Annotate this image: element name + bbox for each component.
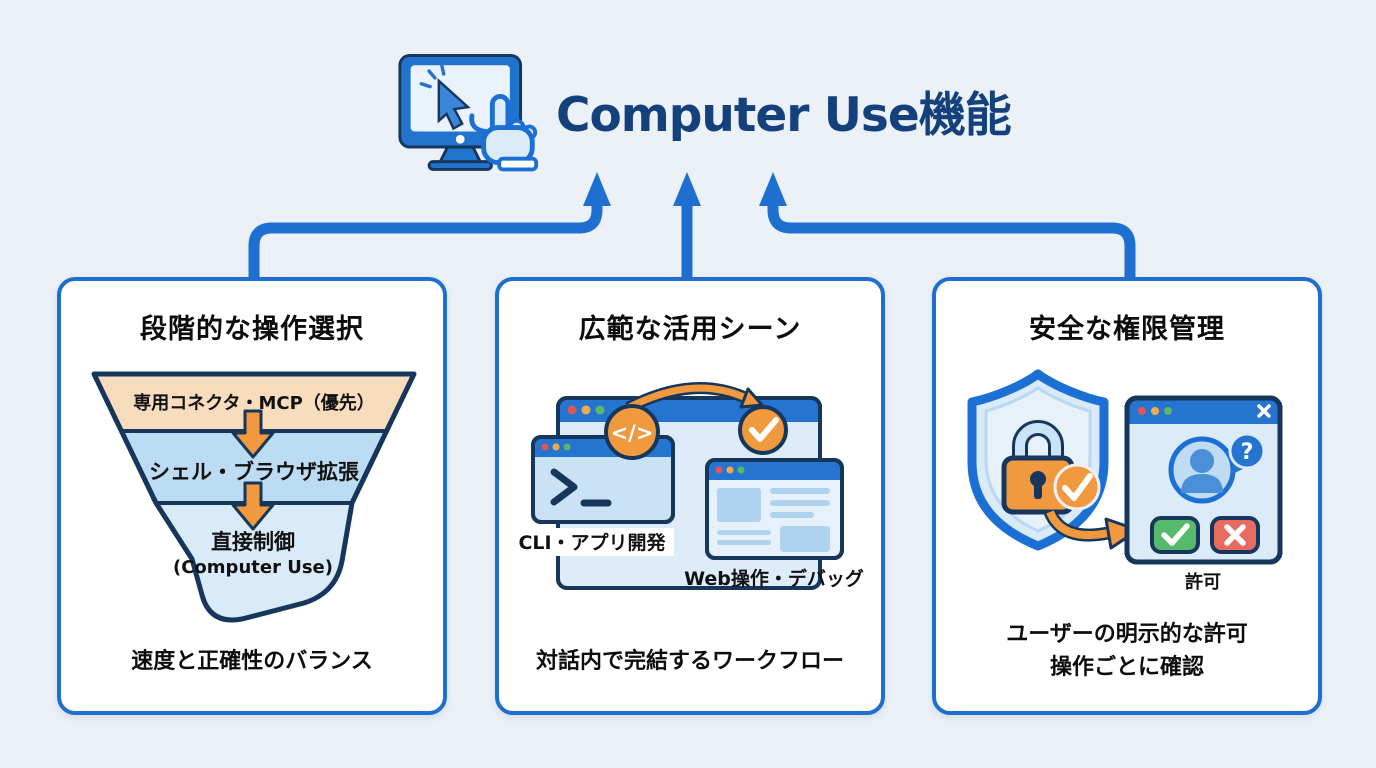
browser-label: Web操作・デバッグ: [684, 567, 864, 590]
arrowhead-right-icon: [759, 172, 787, 206]
use-scene-illustration: </> CLI・アプリ開発 Web操作・デバッグ: [516, 382, 864, 590]
funnel-label-3b: (Computer Use): [173, 557, 333, 578]
card-caption: 速度と正確性のバランス: [131, 649, 373, 674]
close-icon: [1257, 404, 1271, 418]
cursor-arrow-icon: [437, 78, 471, 131]
question-bubble-icon: ?: [1228, 432, 1266, 475]
curved-arrow-icon: [625, 382, 764, 414]
arrowhead-left-icon: [583, 172, 611, 206]
permission-dialog: ?: [1124, 395, 1283, 565]
card-safe-permission-management: 安全な権限管理: [932, 277, 1322, 715]
window-dot-green: [595, 405, 605, 415]
monitor-cursor-hand-icon: [398, 54, 539, 172]
down-arrow-icon: [231, 409, 275, 459]
caption-line-1: ユーザーの明示的な許可: [1006, 622, 1248, 647]
click-spark-icon: [419, 63, 446, 89]
window-dot-yellow: [581, 405, 591, 415]
dialog-label: 許可: [1185, 571, 1221, 593]
code-badge-label: </>: [611, 421, 654, 445]
card-title: 安全な権限管理: [1029, 314, 1225, 345]
terminal-window: [531, 435, 675, 524]
shield-lock-icon: [967, 369, 1109, 551]
deny-button: [1210, 516, 1260, 554]
funnel-diagram: 専用コネクタ・MCP（優先） シェル・ブラウザ拡張 直接制御 (Computer…: [91, 371, 417, 623]
caption-line-2: 操作ごとに確認: [1049, 655, 1204, 680]
user-avatar-icon: [1168, 436, 1236, 504]
funnel-label-3: 直接制御: [211, 530, 295, 554]
down-arrow-icon: [231, 481, 275, 531]
approve-button: [1150, 516, 1200, 554]
connector-left: [248, 198, 603, 281]
funnel-label-2: シェル・ブラウザ拡張: [149, 460, 360, 484]
card-title: 広範な活用シーン: [578, 314, 802, 345]
arrowhead-middle-icon: [673, 172, 701, 206]
card-staged-operation-selection: 段階的な操作選択 専用コネクタ・MCP（優先） シェル・ブラウザ拡張 直接制御 …: [57, 277, 447, 715]
check-badge-icon: [738, 405, 788, 455]
padlock-icon: [1001, 420, 1075, 515]
monitor-base: [427, 160, 493, 171]
terminal-prompt-icon: [550, 468, 612, 507]
connector-right: [767, 198, 1136, 281]
monitor-dot: [455, 134, 465, 144]
window-dot-red: [567, 405, 577, 415]
card-title: 段階的な操作選択: [140, 314, 364, 345]
approved-check-icon: [1053, 463, 1101, 511]
code-badge-icon: </>: [604, 404, 660, 460]
terminal-label: CLI・アプリ開発: [518, 531, 666, 554]
permission-illustration: ? 許可: [967, 369, 1283, 593]
card-broad-use-scenes: 広範な活用シーン: [495, 277, 885, 715]
funnel-label-1: 専用コネクタ・MCP（優先）: [133, 392, 375, 414]
page-content-blocks: [717, 488, 830, 552]
card-caption: ユーザーの明示的な許可 操作ごとに確認: [936, 618, 1318, 684]
page-title: Computer Use機能: [556, 88, 1012, 143]
browser-window-front: [705, 458, 844, 560]
label-backplate: [516, 528, 674, 556]
question-mark: ?: [1241, 440, 1254, 465]
pointing-hand-icon: [469, 93, 539, 172]
funnel-outline: [91, 371, 417, 623]
card-caption: 対話内で完結するワークフロー: [535, 649, 844, 674]
monitor-screen: [410, 65, 510, 132]
